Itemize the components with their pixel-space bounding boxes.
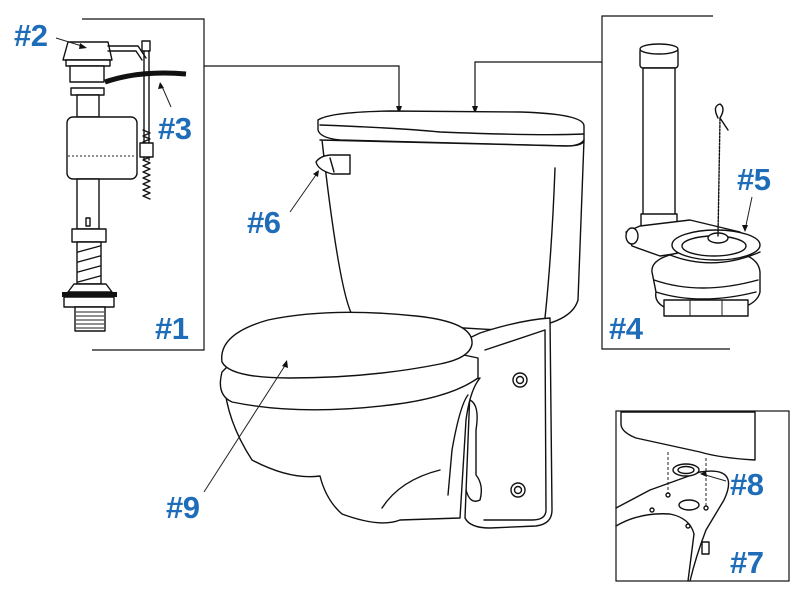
callout-label-9: #9 bbox=[166, 490, 200, 525]
callout-label-2: #2 bbox=[14, 18, 48, 53]
connector-line-right bbox=[472, 61, 602, 114]
flush-valve-panel-frame bbox=[601, 15, 730, 350]
fill-valve-panel-frame bbox=[82, 18, 205, 351]
callout-label-1: #1 bbox=[155, 311, 189, 346]
callout-label-6: #6 bbox=[247, 205, 281, 240]
toilet-tank-icon bbox=[289, 110, 585, 331]
bolts-gasket-panel-frame bbox=[615, 410, 790, 582]
callout-label-3: #3 bbox=[158, 111, 192, 146]
callout-label-5: #5 bbox=[737, 162, 771, 197]
flush-valve-icon bbox=[625, 43, 761, 317]
toilet-bowl-icon bbox=[203, 311, 553, 529]
callout-label-4: #4 bbox=[609, 311, 643, 346]
callout-label-8: #8 bbox=[730, 467, 764, 502]
tank-to-bowl-hardware-icon bbox=[615, 411, 756, 582]
callout-label-7: #7 bbox=[730, 545, 764, 580]
connector-line-left bbox=[204, 65, 402, 114]
fill-valve-icon bbox=[55, 37, 187, 332]
